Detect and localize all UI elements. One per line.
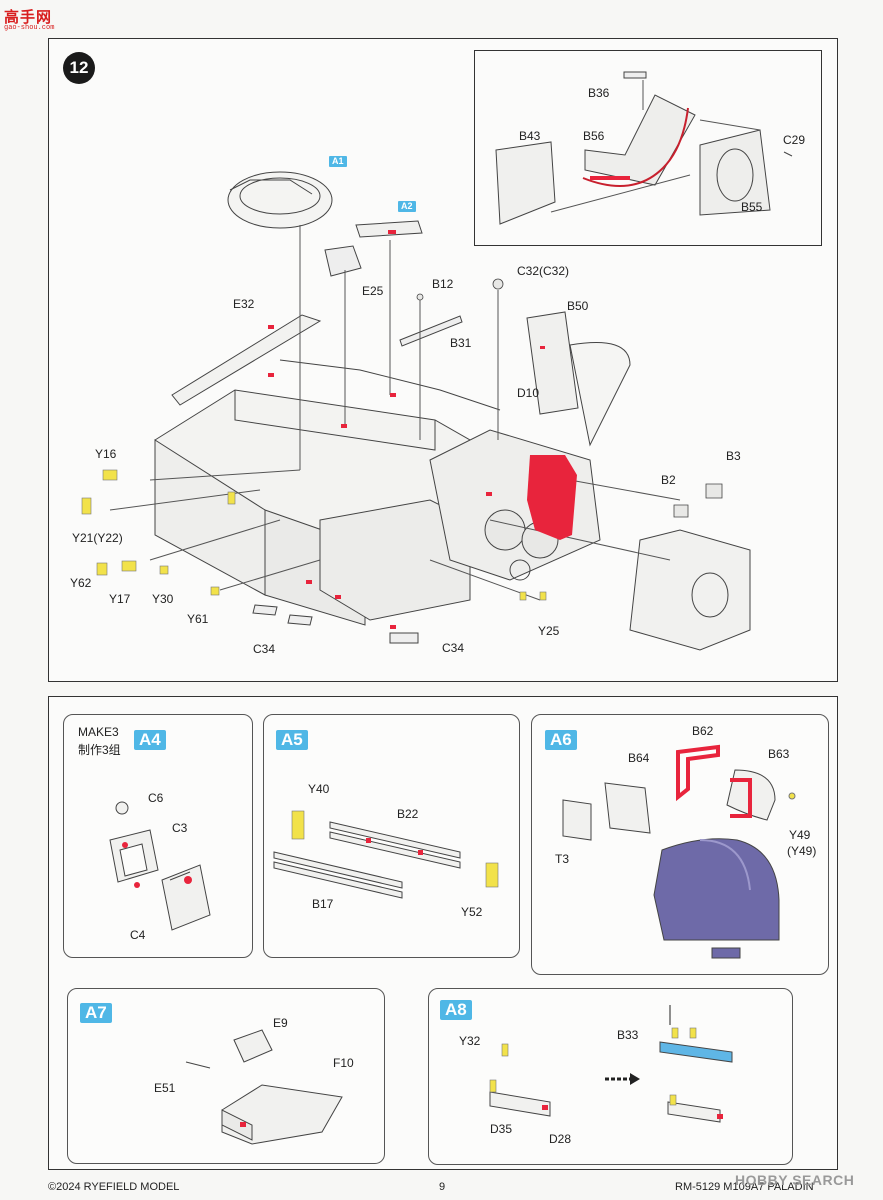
label-b36: B36 (588, 86, 610, 100)
tag-a1: A1 (329, 156, 347, 167)
label-e25: E25 (362, 284, 384, 298)
label-f10: F10 (333, 1056, 354, 1070)
label-c32: C32(C32) (517, 264, 570, 278)
label-c34-right: C34 (442, 641, 465, 655)
tag-a4: A4 (134, 730, 166, 750)
site-logo: 高手网 (4, 9, 53, 26)
label-b12: B12 (432, 277, 454, 291)
label-e32: E32 (233, 297, 255, 311)
label-b17: B17 (312, 897, 334, 911)
label-b2: B2 (661, 473, 676, 487)
tag-a7: A7 (80, 1003, 112, 1023)
label-b33: B33 (617, 1028, 639, 1042)
panel-a7 (67, 988, 385, 1164)
label-y21: Y21(Y22) (72, 531, 123, 545)
label-c6: C6 (148, 791, 164, 805)
label-b50: B50 (567, 299, 589, 313)
label-b43: B43 (519, 129, 541, 143)
label-d28: D28 (549, 1132, 572, 1146)
watermark-text: HOBBY SEARCH (735, 1172, 855, 1188)
label-y16: Y16 (95, 447, 117, 461)
a4-make-count-cn: 制作3组 (78, 743, 121, 757)
label-c3: C3 (172, 821, 188, 835)
label-y49-alt: (Y49) (787, 844, 817, 858)
tag-a6: A6 (545, 730, 577, 750)
label-y30: Y30 (152, 592, 174, 606)
label-b31: B31 (450, 336, 472, 350)
tag-a5: A5 (276, 730, 308, 750)
tag-a8: A8 (440, 1000, 472, 1020)
label-y17: Y17 (109, 592, 131, 606)
panel-a8 (428, 988, 793, 1165)
footer-page-number: 9 (439, 1181, 446, 1193)
label-y25: Y25 (538, 624, 560, 638)
label-y40: Y40 (308, 782, 330, 796)
label-b3: B3 (726, 449, 741, 463)
label-e9: E9 (273, 1016, 288, 1030)
label-t3: T3 (555, 852, 570, 866)
label-b56: B56 (583, 129, 605, 143)
label-e51: E51 (154, 1081, 176, 1095)
a4-make-count: MAKE3 (78, 725, 119, 739)
label-b55: B55 (741, 200, 763, 214)
label-y52: Y52 (461, 905, 483, 919)
label-b62: B62 (692, 724, 714, 738)
label-b63: B63 (768, 747, 790, 761)
label-y49: Y49 (789, 828, 811, 842)
tag-a2: A2 (398, 201, 416, 212)
label-b22: B22 (397, 807, 419, 821)
label-c4: C4 (130, 928, 146, 942)
footer-product-code: RM-5129 M109A7 PALADIN (675, 1181, 814, 1193)
label-y32: Y32 (459, 1034, 481, 1048)
label-c29: C29 (783, 133, 806, 147)
label-y61: Y61 (187, 612, 209, 626)
site-logo-url: gao-shou.com (4, 24, 55, 32)
label-d35: D35 (490, 1122, 513, 1136)
label-b64: B64 (628, 751, 650, 765)
footer-copyright: ©2024 RYEFIELD MODEL (48, 1181, 180, 1193)
label-c34-left: C34 (253, 642, 276, 656)
panel-a4 (63, 714, 253, 958)
label-d10: D10 (517, 386, 540, 400)
step-number-badge: 12 (63, 52, 95, 84)
label-y62: Y62 (70, 576, 92, 590)
